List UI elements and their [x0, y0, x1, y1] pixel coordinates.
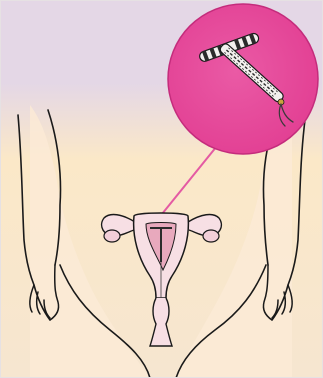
magnifier-callout-icon [168, 4, 318, 154]
